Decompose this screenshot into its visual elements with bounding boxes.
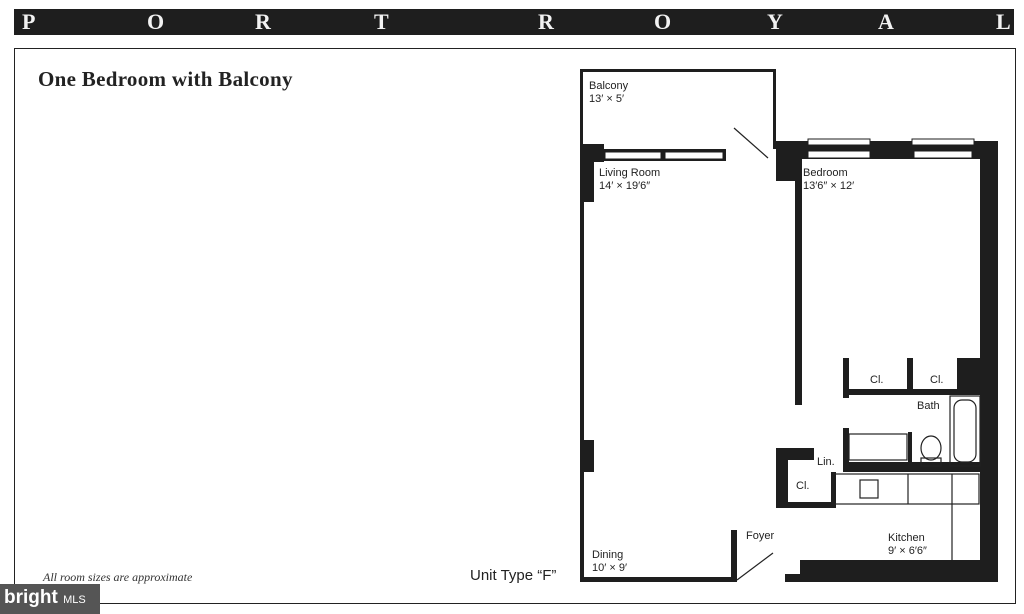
wall-closet-b	[907, 358, 913, 392]
room-closet-1: Cl.	[870, 374, 884, 386]
watermark-suffix: MLS	[63, 594, 86, 606]
wall-living-top-left	[580, 144, 604, 162]
banner: P O R T R O Y A L	[14, 9, 1014, 35]
toilet	[920, 435, 942, 461]
banner-letter: T	[374, 9, 389, 34]
window-pane	[807, 138, 871, 146]
room-size: 14′ × 19′6″	[599, 180, 651, 192]
room-living: Living Room 14′ × 19′6″	[599, 167, 660, 193]
page-title: One Bedroom with Balcony	[38, 67, 293, 91]
unit-type: Unit Type “F”	[470, 567, 557, 584]
banner-letter: R	[538, 9, 554, 34]
vanity	[848, 433, 908, 461]
room-kitchen: Kitchen 9′ × 6′6″	[888, 532, 927, 558]
wall-bath-bottom	[843, 462, 981, 472]
banner-letter: O	[147, 9, 165, 34]
wall-bottom-left	[580, 577, 736, 582]
windows	[604, 138, 975, 160]
room-foyer: Foyer	[746, 530, 775, 542]
room-name: Living Room	[599, 167, 661, 179]
toilet-tank	[920, 457, 942, 467]
wall-entry	[785, 574, 805, 582]
wall-partition	[795, 159, 802, 405]
banner-letter: O	[654, 9, 672, 34]
wall-foyer-post	[731, 530, 737, 582]
room-size: 13′ × 5′	[589, 93, 625, 105]
bathtub	[949, 395, 981, 467]
watermark-brand: bright	[4, 587, 58, 608]
room-size: 10′ × 9′	[592, 562, 628, 574]
wall-left	[580, 144, 584, 582]
room-size: 9′ × 6′6″	[888, 545, 927, 557]
wall-closet-c	[957, 358, 997, 394]
room-name: Dining	[592, 549, 624, 561]
window-pane	[913, 150, 973, 159]
room-bedroom: Bedroom 13′6″ × 12′	[803, 167, 854, 193]
sheet-frame	[14, 48, 1016, 604]
wall-pier-1	[580, 160, 594, 202]
wall-closet-a	[843, 358, 849, 398]
banner-letter: L	[996, 9, 1011, 34]
wall-kitchen-bottom	[800, 560, 998, 582]
room-name: Kitchen	[888, 532, 925, 544]
kitchen-counter	[832, 473, 980, 505]
approximate-note: All room sizes are approximate	[43, 570, 193, 584]
window-pane	[604, 151, 662, 160]
window-pane	[911, 138, 975, 146]
room-name: Balcony	[589, 80, 629, 92]
wall-bath-mid	[908, 432, 912, 466]
room-dining: Dining 10′ × 9′	[592, 549, 627, 575]
window-pane	[807, 150, 871, 159]
balcony-rail-top	[580, 69, 776, 72]
kitchen-sink	[859, 479, 879, 499]
room-balcony: Balcony 13′ × 5′	[589, 80, 628, 106]
fixtures	[733, 127, 981, 581]
wall-closet3-bottom	[776, 502, 836, 508]
banner-letter: A	[878, 9, 894, 34]
room-linen: Lin.	[817, 456, 835, 468]
room-closet-3: Cl.	[796, 480, 810, 492]
room-closet-2: Cl.	[930, 374, 944, 386]
banner-letter: P	[22, 9, 36, 34]
banner-letter: R	[255, 9, 271, 34]
wall-bath-left	[843, 428, 849, 472]
brightmls-watermark: bright MLS	[0, 584, 100, 614]
wall-linen-left	[776, 448, 788, 506]
walls	[580, 69, 998, 582]
window-pane	[664, 151, 724, 160]
balcony-door-swing	[733, 127, 769, 159]
wall-closet-bottom	[843, 389, 983, 395]
room-size: 13′6″ × 12′	[803, 180, 855, 192]
bathtub-basin	[953, 399, 977, 463]
balcony-rail-left	[580, 69, 583, 149]
room-name: Bedroom	[803, 167, 848, 179]
entry-door-swing	[736, 552, 774, 581]
banner-letter: Y	[767, 9, 783, 34]
wall-pier-2	[580, 440, 594, 472]
balcony-rail-right	[773, 69, 776, 149]
room-bath: Bath	[917, 400, 940, 412]
